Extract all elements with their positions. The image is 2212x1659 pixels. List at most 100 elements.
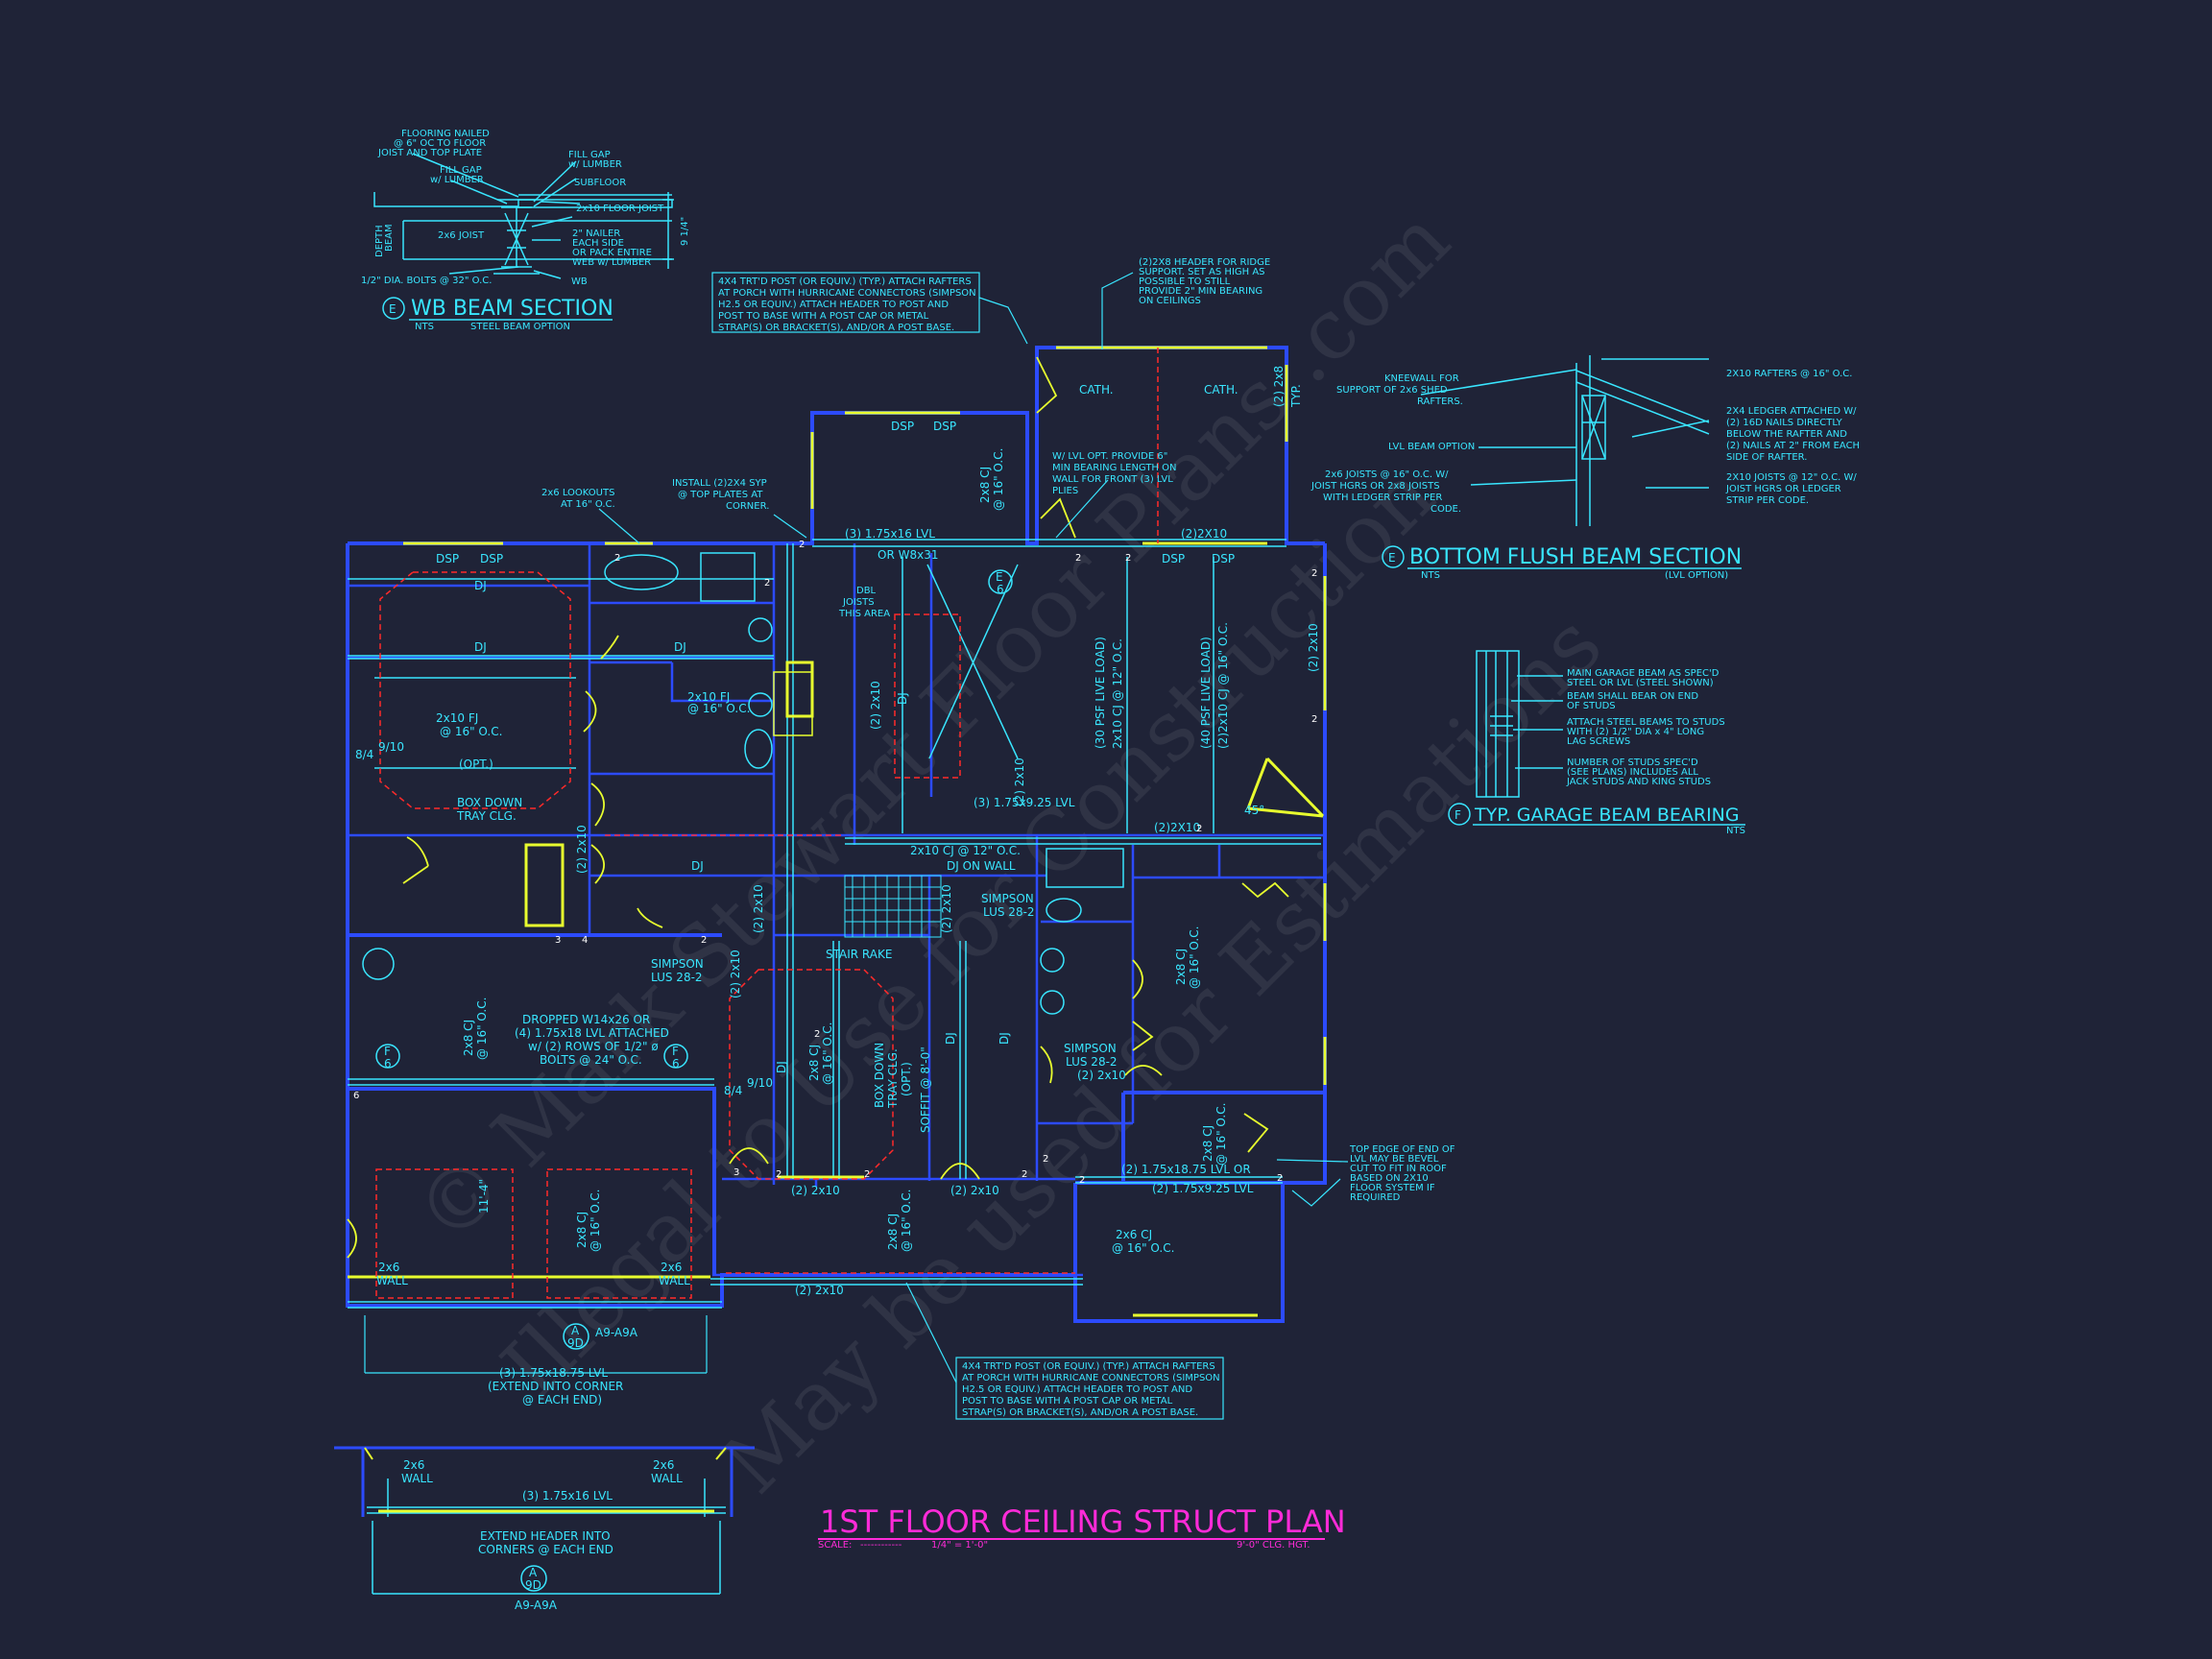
flush-ledger-4: (2) NAILS AT 2" FROM EACH bbox=[1726, 441, 1860, 451]
bevel-2: LVL MAY BE BEVEL bbox=[1350, 1154, 1439, 1165]
fixtures bbox=[362, 552, 1124, 1015]
general-notes: 4X4 TRT'D POST (OR EQUIV.) (TYP.) ATTACH… bbox=[541, 257, 1455, 1418]
lvl-opt-3: WALL FOR FRONT (3) LVL bbox=[1052, 474, 1173, 485]
num-2-k: 2 bbox=[864, 1169, 870, 1180]
num-2-c: 2 bbox=[799, 540, 805, 550]
flush-detail-tag-letter: E bbox=[1388, 551, 1396, 565]
label-box-down-3: TRAY CLG. bbox=[456, 809, 517, 823]
wb-bolts: 1/2" DIA. BOLTS @ 32" O.C. bbox=[361, 276, 492, 286]
label-stair-rake: STAIR RAKE bbox=[826, 948, 892, 961]
label-dj-3: DJ bbox=[674, 640, 686, 654]
num-2-j: 2 bbox=[776, 1169, 781, 1180]
label-dj-vertical-1: DJ bbox=[775, 1061, 788, 1073]
ridge-header-1: (2)2X8 HEADER FOR RIDGE bbox=[1139, 257, 1270, 268]
dbl-joists-3: THIS AREA bbox=[838, 609, 890, 619]
wb-depth-1: DEPTH bbox=[374, 225, 385, 257]
label-cj-16-dbl: (2)2x10 CJ @ 16" O.C. bbox=[1216, 622, 1230, 749]
flush-joists-left-3: WITH LEDGER STRIP PER bbox=[1323, 493, 1442, 503]
label-at16-right: @ 16" O.C. bbox=[1188, 926, 1201, 989]
bevel-6: REQUIRED bbox=[1350, 1192, 1401, 1203]
wb-detail-subtitle: STEEL BEAM OPTION bbox=[470, 322, 570, 332]
label-w8x31: OR W8x31 bbox=[878, 548, 938, 562]
garage-note-2b: OF STUDS bbox=[1567, 701, 1616, 711]
flush-ledger-2: (2) 16D NAILS DIRECTLY bbox=[1726, 418, 1843, 428]
wb-depth-2: BEAM bbox=[384, 224, 395, 252]
porch-top-2: AT PORCH WITH HURRICANE CONNECTORS (SIMP… bbox=[718, 288, 976, 299]
wb-detail-title: WB BEAM SECTION bbox=[411, 297, 613, 321]
label-ratio-d: 8/4 bbox=[724, 1084, 742, 1097]
label-2x10-kitchen-b: (2) 2x10 bbox=[1013, 757, 1026, 806]
wb-2x6-joist: 2x6 JOIST bbox=[438, 230, 485, 241]
label-lvl-925-b: (2) 1.75x9.25 LVL bbox=[1152, 1182, 1254, 1195]
label-fj-small-1: 2x10 FJ bbox=[687, 690, 730, 704]
garage-detail-tag-circle bbox=[1448, 803, 1471, 826]
label-box-down-v-1: BOX DOWN bbox=[873, 1043, 886, 1108]
porch-note-bottom-box bbox=[955, 1357, 1224, 1420]
flush-detail-title: BOTTOM FLUSH BEAM SECTION bbox=[1409, 545, 1742, 569]
label-simpson-mid-2: LUS 28-2 bbox=[651, 971, 703, 984]
wb-floor-joist: 2x10 FLOOR JOIST bbox=[576, 204, 664, 214]
label-cath-1: CATH. bbox=[1079, 383, 1114, 397]
detail-wb-beam-section: FLOORING NAILED @ 6" OC TO FLOOR JOIST A… bbox=[361, 129, 690, 332]
label-cj-2x8-center: 2x8 CJ bbox=[807, 1045, 821, 1081]
header-wall-right-1: 2x6 bbox=[653, 1458, 674, 1472]
flush-detail-tag-circle bbox=[1382, 545, 1405, 568]
label-2x8-right-wall: (2) 2x8 bbox=[1272, 366, 1286, 407]
label-cj-2x8-top: 2x8 CJ bbox=[978, 467, 992, 503]
label-ratio-c: 9/10 bbox=[747, 1076, 773, 1090]
label-ratio-b: 9/10 bbox=[378, 740, 404, 754]
section-tag-a-circle bbox=[563, 1323, 589, 1350]
label-cath-2: CATH. bbox=[1204, 383, 1238, 397]
garage-note-1b: STEEL OR LVL (STEEL SHOWN) bbox=[1567, 678, 1714, 688]
wb-nailer-4: WEB w/ LUMBER bbox=[572, 257, 651, 268]
header-extend-1: EXTEND HEADER INTO bbox=[480, 1529, 611, 1543]
flush-ledger-5: SIDE OF RAFTER. bbox=[1726, 452, 1807, 463]
header-extend-2: CORNERS @ EACH END bbox=[478, 1543, 613, 1556]
porch-bottom-4: POST TO BASE WITH A POST CAP OR METAL bbox=[962, 1396, 1173, 1407]
label-box-down-v-2: TRAY CLG. bbox=[886, 1048, 900, 1109]
header-lvl-16: (3) 1.75x16 LVL bbox=[522, 1489, 613, 1503]
label-box-down-2: BOX DOWN bbox=[457, 796, 522, 809]
label-dropped-1: DROPPED W14x26 OR bbox=[522, 1013, 650, 1026]
label-psf-40: (40 PSF LIVE LOAD) bbox=[1199, 637, 1213, 749]
wb-wb-label: WB bbox=[571, 276, 588, 287]
label-dropped-4: BOLTS @ 24" O.C. bbox=[540, 1053, 642, 1067]
ridge-header-3: POSSIBLE TO STILL bbox=[1139, 276, 1231, 287]
label-fj-big-2: @ 16" O.C. bbox=[440, 725, 502, 738]
label-2x10-right-wall: (2) 2x10 bbox=[1307, 623, 1320, 672]
label-psf-30: (30 PSF LIVE LOAD) bbox=[1094, 637, 1107, 749]
porch-note-top-box bbox=[711, 272, 980, 333]
flush-rafters: 2X10 RAFTERS @ 16" O.C. bbox=[1726, 369, 1852, 379]
section-tag-e-num: 6 bbox=[997, 583, 1004, 596]
num-2-m: 2 bbox=[1043, 1154, 1048, 1165]
label-cj-12-b: 2x10 CJ @ 12" O.C. bbox=[910, 844, 1021, 857]
garage-note-3a: ATTACH STEEL BEAMS TO STUDS bbox=[1567, 717, 1725, 728]
title-block: 1ST FLOOR CEILING STRUCT PLAN SCALE: ---… bbox=[818, 1503, 1346, 1551]
label-simpson-right-1: SIMPSON bbox=[1064, 1042, 1117, 1055]
porch-bottom-5: STRAP(S) OR BRACKET(S), AND/OR A POST BA… bbox=[962, 1407, 1198, 1418]
dbl-joists-1: DBL bbox=[856, 586, 877, 596]
num-2-b: 2 bbox=[764, 578, 770, 589]
flush-kneewall-3: RAFTERS. bbox=[1417, 397, 1463, 407]
wb-flooring-note-1: FLOORING NAILED bbox=[401, 129, 490, 139]
ridge-header-2: SUPPORT. SET AS HIGH AS bbox=[1139, 267, 1265, 277]
porch-top-3: H2.5 OR EQUIV.) ATTACH HEADER TO POST AN… bbox=[718, 300, 949, 310]
label-dsp-3: DSP bbox=[891, 420, 914, 433]
num-2-g: 2 bbox=[1311, 714, 1317, 725]
label-simpson-top-2: LUS 28-2 bbox=[983, 905, 1035, 919]
garage-detail-nts: NTS bbox=[1726, 826, 1745, 836]
section-tag-e-circle bbox=[988, 569, 1013, 594]
label-dsp-1: DSP bbox=[436, 552, 459, 565]
flush-ledger-1: 2X4 LEDGER ATTACHED W/ bbox=[1726, 406, 1857, 417]
floor-plan bbox=[346, 272, 1349, 1592]
label-dsp-6: DSP bbox=[1212, 552, 1235, 565]
wb-flooring-note-2: @ 6" OC TO FLOOR bbox=[394, 138, 486, 149]
plan-labels: DSP DSP DSP DSP DSP DSP DJ DJ DJ DJ CATH… bbox=[353, 366, 1320, 1612]
label-2x10-kitchen: (2) 2x10 bbox=[869, 681, 882, 730]
label-wall-2x6-right-2: WALL bbox=[659, 1274, 690, 1287]
lvl-opt-1: W/ LVL OPT. PROVIDE 6" bbox=[1052, 451, 1167, 462]
label-dropped-3: w/ (2) ROWS OF 1/2" ø bbox=[528, 1040, 659, 1053]
label-dsp-2: DSP bbox=[480, 552, 503, 565]
num-2-a: 2 bbox=[614, 553, 620, 564]
bevel-4: BASED ON 2X10 bbox=[1350, 1173, 1429, 1184]
